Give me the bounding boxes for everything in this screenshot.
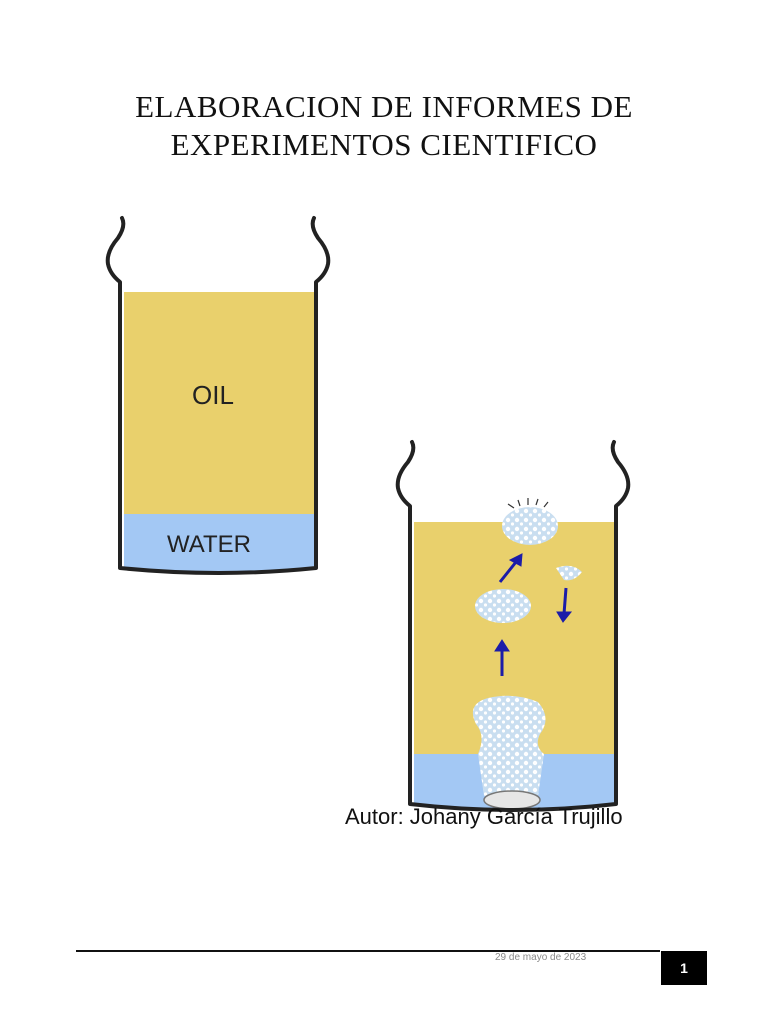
- title-line-2: EXPERIMENTOS CIENTIFICO: [170, 127, 598, 162]
- top-bubble-blob: [502, 507, 558, 545]
- rising-blob: [472, 695, 546, 796]
- sinking-blob: [556, 565, 582, 581]
- water-layer: [124, 514, 314, 573]
- beaker-outline: [395, 440, 631, 812]
- footer-rule: [76, 950, 660, 952]
- beaker-oil-water: OIL WATER: [105, 216, 331, 575]
- author-line: Autor: Johany García Trujillo: [345, 804, 623, 829]
- footer-date: 29 de mayo de 2023: [495, 952, 587, 963]
- title-line-1: ELABORACION DE INFORMES DE: [135, 89, 633, 124]
- page-number-box: 1: [661, 951, 707, 985]
- water-label: WATER: [167, 531, 251, 558]
- page-number: 1: [680, 960, 688, 976]
- popping-bubbles: [507, 498, 549, 509]
- diagonal-up-arrow: [498, 553, 523, 583]
- up-arrow: [494, 639, 510, 676]
- beaker-lava-lamp: [395, 440, 631, 812]
- middle-bubble-blob: [475, 589, 531, 623]
- down-arrow: [556, 587, 573, 623]
- oil-layer: [124, 292, 314, 514]
- oil-label: OIL: [192, 380, 234, 410]
- document-title: ELABORACION DE INFORMES DE EXPERIMENTOS …: [0, 88, 768, 164]
- beaker-outline: [105, 216, 331, 575]
